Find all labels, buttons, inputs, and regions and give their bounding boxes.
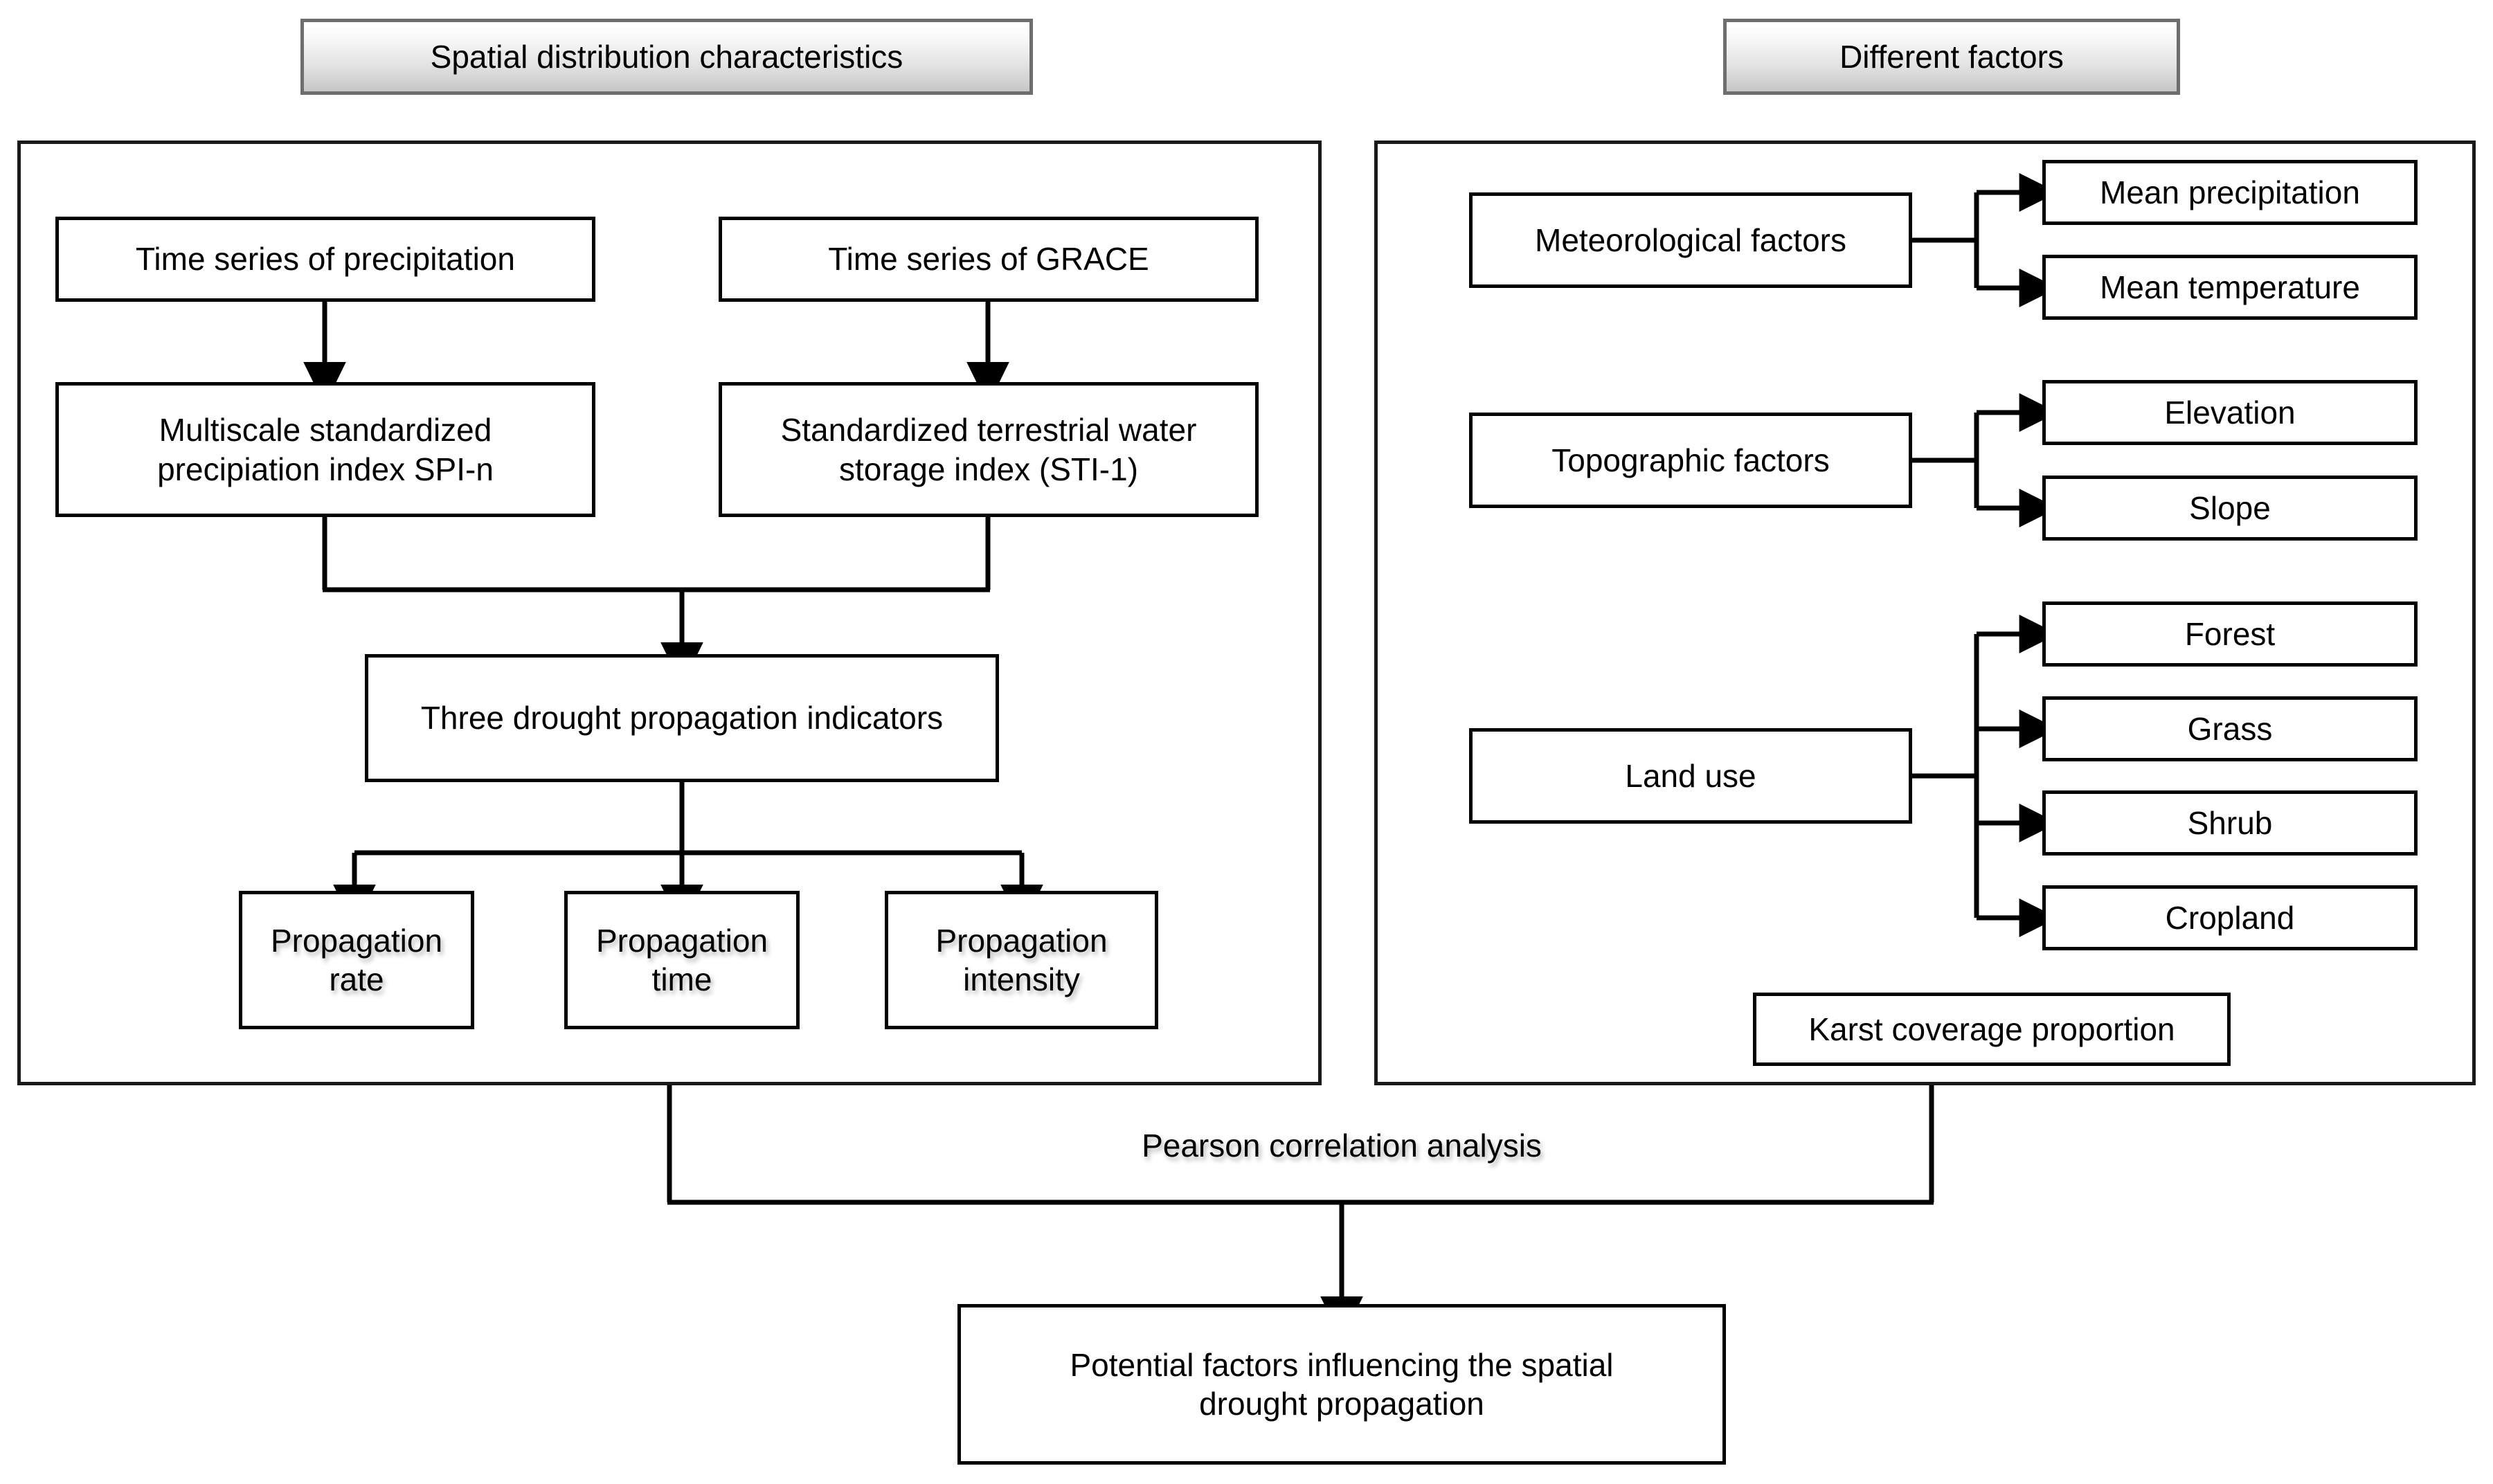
node-label: Forest [2184, 615, 2276, 652]
header-left-label: Spatial distribution characteristics [430, 39, 903, 75]
node-propagation-rate: Propagation rate [239, 891, 474, 1029]
node-label: Grass [2187, 710, 2273, 747]
node-topographic-factors: Topographic factors [1469, 413, 1912, 508]
node-label: Mean temperature [2100, 269, 2360, 305]
join-label-text: Pearson correlation analysis [1142, 1128, 1542, 1164]
node-label: Elevation [2164, 394, 2296, 431]
node-forest: Forest [2042, 601, 2418, 667]
node-label: Propagation rate [270, 922, 443, 997]
node-meteorological-factors: Meteorological factors [1469, 192, 1912, 288]
node-sti-index: Standardized terrestrial water storage i… [719, 382, 1259, 517]
node-label: Shrub [2187, 804, 2273, 841]
node-label: Topographic factors [1551, 442, 1830, 478]
node-label: Propagation time [595, 922, 768, 997]
node-slope: Slope [2042, 476, 2418, 541]
node-label: Time series of precipitation [136, 241, 515, 278]
node-label: Time series of GRACE [828, 241, 1149, 278]
node-karst-coverage-proportion: Karst coverage proportion [1753, 993, 2231, 1066]
node-label: Meteorological factors [1535, 221, 1846, 258]
header-different-factors: Different factors [1723, 19, 2180, 95]
node-shrub: Shrub [2042, 790, 2418, 856]
node-label: Three drought propagation indicators [420, 700, 944, 736]
node-label: Mean precipitation [2100, 174, 2360, 210]
panel-different-factors [1374, 141, 2476, 1085]
node-label: Potential factors influencing the spatia… [1070, 1346, 1614, 1422]
node-cropland: Cropland [2042, 885, 2418, 950]
node-time-series-precipitation: Time series of precipitation [55, 217, 595, 302]
node-propagation-time: Propagation time [564, 891, 800, 1029]
header-right-label: Different factors [1839, 39, 2064, 75]
label-pearson-correlation-analysis: Pearson correlation analysis [1142, 1127, 1542, 1164]
node-label: Slope [2189, 489, 2271, 526]
node-spi-index: Multiscale standardized precipiation ind… [55, 382, 595, 517]
node-potential-factors-conclusion: Potential factors influencing the spatia… [957, 1304, 1726, 1465]
node-propagation-intensity: Propagation intensity [885, 891, 1158, 1029]
node-label: Multiscale standardized precipiation ind… [157, 412, 494, 487]
node-label: Karst coverage proportion [1808, 1011, 2175, 1047]
node-elevation: Elevation [2042, 380, 2418, 445]
node-label: Land use [1625, 757, 1756, 794]
node-three-drought-propagation-indicators: Three drought propagation indicators [365, 654, 999, 782]
bottom-join-wires [667, 1085, 1934, 1340]
node-label: Cropland [2165, 899, 2295, 936]
node-label: Propagation intensity [935, 922, 1108, 997]
node-mean-precipitation: Mean precipitation [2042, 160, 2418, 225]
panel-spatial-distribution [17, 141, 1322, 1085]
node-time-series-grace: Time series of GRACE [719, 217, 1259, 302]
node-label: Standardized terrestrial water storage i… [780, 412, 1197, 487]
node-mean-temperature: Mean temperature [2042, 255, 2418, 320]
header-spatial-distribution: Spatial distribution characteristics [300, 19, 1033, 95]
node-land-use: Land use [1469, 728, 1912, 824]
node-grass: Grass [2042, 696, 2418, 761]
